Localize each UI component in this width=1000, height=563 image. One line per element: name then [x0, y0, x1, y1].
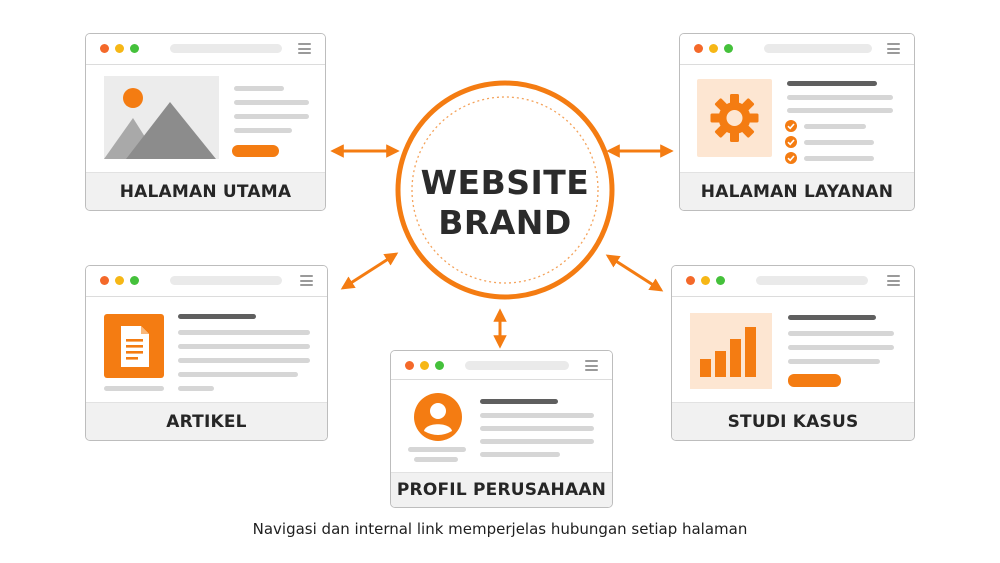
window-close-dot — [100, 44, 109, 53]
heading-line — [178, 314, 256, 319]
address-bar — [170, 44, 282, 53]
user-avatar-icon — [414, 393, 462, 441]
window-close-dot — [100, 276, 109, 285]
window-maximize-dot — [435, 361, 444, 370]
window-close-dot — [405, 361, 414, 370]
window-maximize-dot — [130, 44, 139, 53]
address-bar — [465, 361, 569, 370]
hub-circle — [395, 80, 615, 300]
link-arrow-articles — [340, 252, 399, 290]
window-minimize-dot — [115, 44, 124, 53]
text-line — [480, 439, 594, 444]
page-card-articles: ARTIKEL — [85, 265, 328, 441]
hamburger-menu-icon — [887, 43, 900, 54]
link-arrow-case-studies — [605, 254, 664, 292]
window-maximize-dot — [130, 276, 139, 285]
window-maximize-dot — [724, 44, 733, 53]
hub-title-line-2: BRAND — [438, 203, 572, 242]
text-line — [788, 345, 894, 350]
window-close-dot — [694, 44, 703, 53]
checkmark-icon — [785, 136, 797, 148]
hamburger-menu-icon — [585, 360, 598, 371]
text-line — [788, 331, 894, 336]
hamburger-menu-icon — [300, 275, 313, 286]
text-line — [234, 128, 292, 133]
text-line — [178, 344, 310, 349]
page-card-case-studies: STUDI KASUS — [671, 265, 915, 441]
page-card-company-profile: PROFIL PERUSAHAAN — [390, 350, 613, 508]
browser-titlebar — [86, 266, 327, 297]
document-icon — [104, 314, 164, 378]
page-card-label: HALAMAN UTAMA — [86, 172, 325, 210]
heading-line — [787, 81, 877, 86]
address-bar — [764, 44, 872, 53]
cta-button-shape — [788, 374, 841, 387]
browser-titlebar — [391, 351, 612, 380]
browser-titlebar — [86, 34, 325, 65]
checkmark-icon — [785, 120, 797, 132]
heading-line — [480, 399, 558, 404]
window-minimize-dot — [115, 276, 124, 285]
address-bar — [756, 276, 868, 285]
text-line — [178, 372, 298, 377]
text-line — [178, 330, 310, 335]
window-minimize-dot — [701, 276, 710, 285]
hub-inner-dashed-circle — [411, 96, 599, 284]
text-line — [178, 358, 310, 363]
text-line — [788, 359, 880, 364]
cta-button-shape — [232, 145, 279, 157]
text-line — [234, 100, 309, 105]
text-line — [234, 114, 309, 119]
text-line — [787, 95, 893, 100]
page-card-label: STUDI KASUS — [672, 402, 914, 440]
heading-line — [788, 315, 876, 320]
image-placeholder-icon — [104, 76, 219, 159]
page-card-label: ARTIKEL — [86, 402, 327, 440]
text-line — [787, 108, 893, 113]
text-line — [480, 452, 560, 457]
text-line — [104, 386, 164, 391]
text-line — [480, 413, 594, 418]
text-line — [480, 426, 594, 431]
text-line — [804, 140, 874, 145]
browser-titlebar — [672, 266, 914, 297]
text-line — [804, 156, 874, 161]
window-close-dot — [686, 276, 695, 285]
text-line — [234, 86, 284, 91]
page-card-label: PROFIL PERUSAHAAN — [391, 472, 612, 507]
browser-titlebar — [680, 34, 914, 65]
hub-title-line-1: WEBSITE — [420, 163, 590, 202]
address-bar — [170, 276, 282, 285]
window-minimize-dot — [420, 361, 429, 370]
window-maximize-dot — [716, 276, 725, 285]
page-card-label: HALAMAN LAYANAN — [680, 172, 914, 210]
page-card-home: HALAMAN UTAMA — [85, 33, 326, 211]
gear-icon — [697, 79, 772, 157]
text-line — [178, 386, 214, 391]
diagram-caption: Navigasi dan internal link memperjelas h… — [252, 520, 748, 538]
hamburger-menu-icon — [298, 43, 311, 54]
checkmark-icon — [785, 152, 797, 164]
hamburger-menu-icon — [887, 275, 900, 286]
bar-chart-icon — [690, 313, 772, 389]
text-line — [414, 457, 458, 462]
hub-label: WEBSITE BRAND — [400, 163, 610, 243]
text-line — [804, 124, 866, 129]
window-minimize-dot — [709, 44, 718, 53]
page-card-services: HALAMAN LAYANAN — [679, 33, 915, 211]
text-line — [408, 447, 466, 452]
